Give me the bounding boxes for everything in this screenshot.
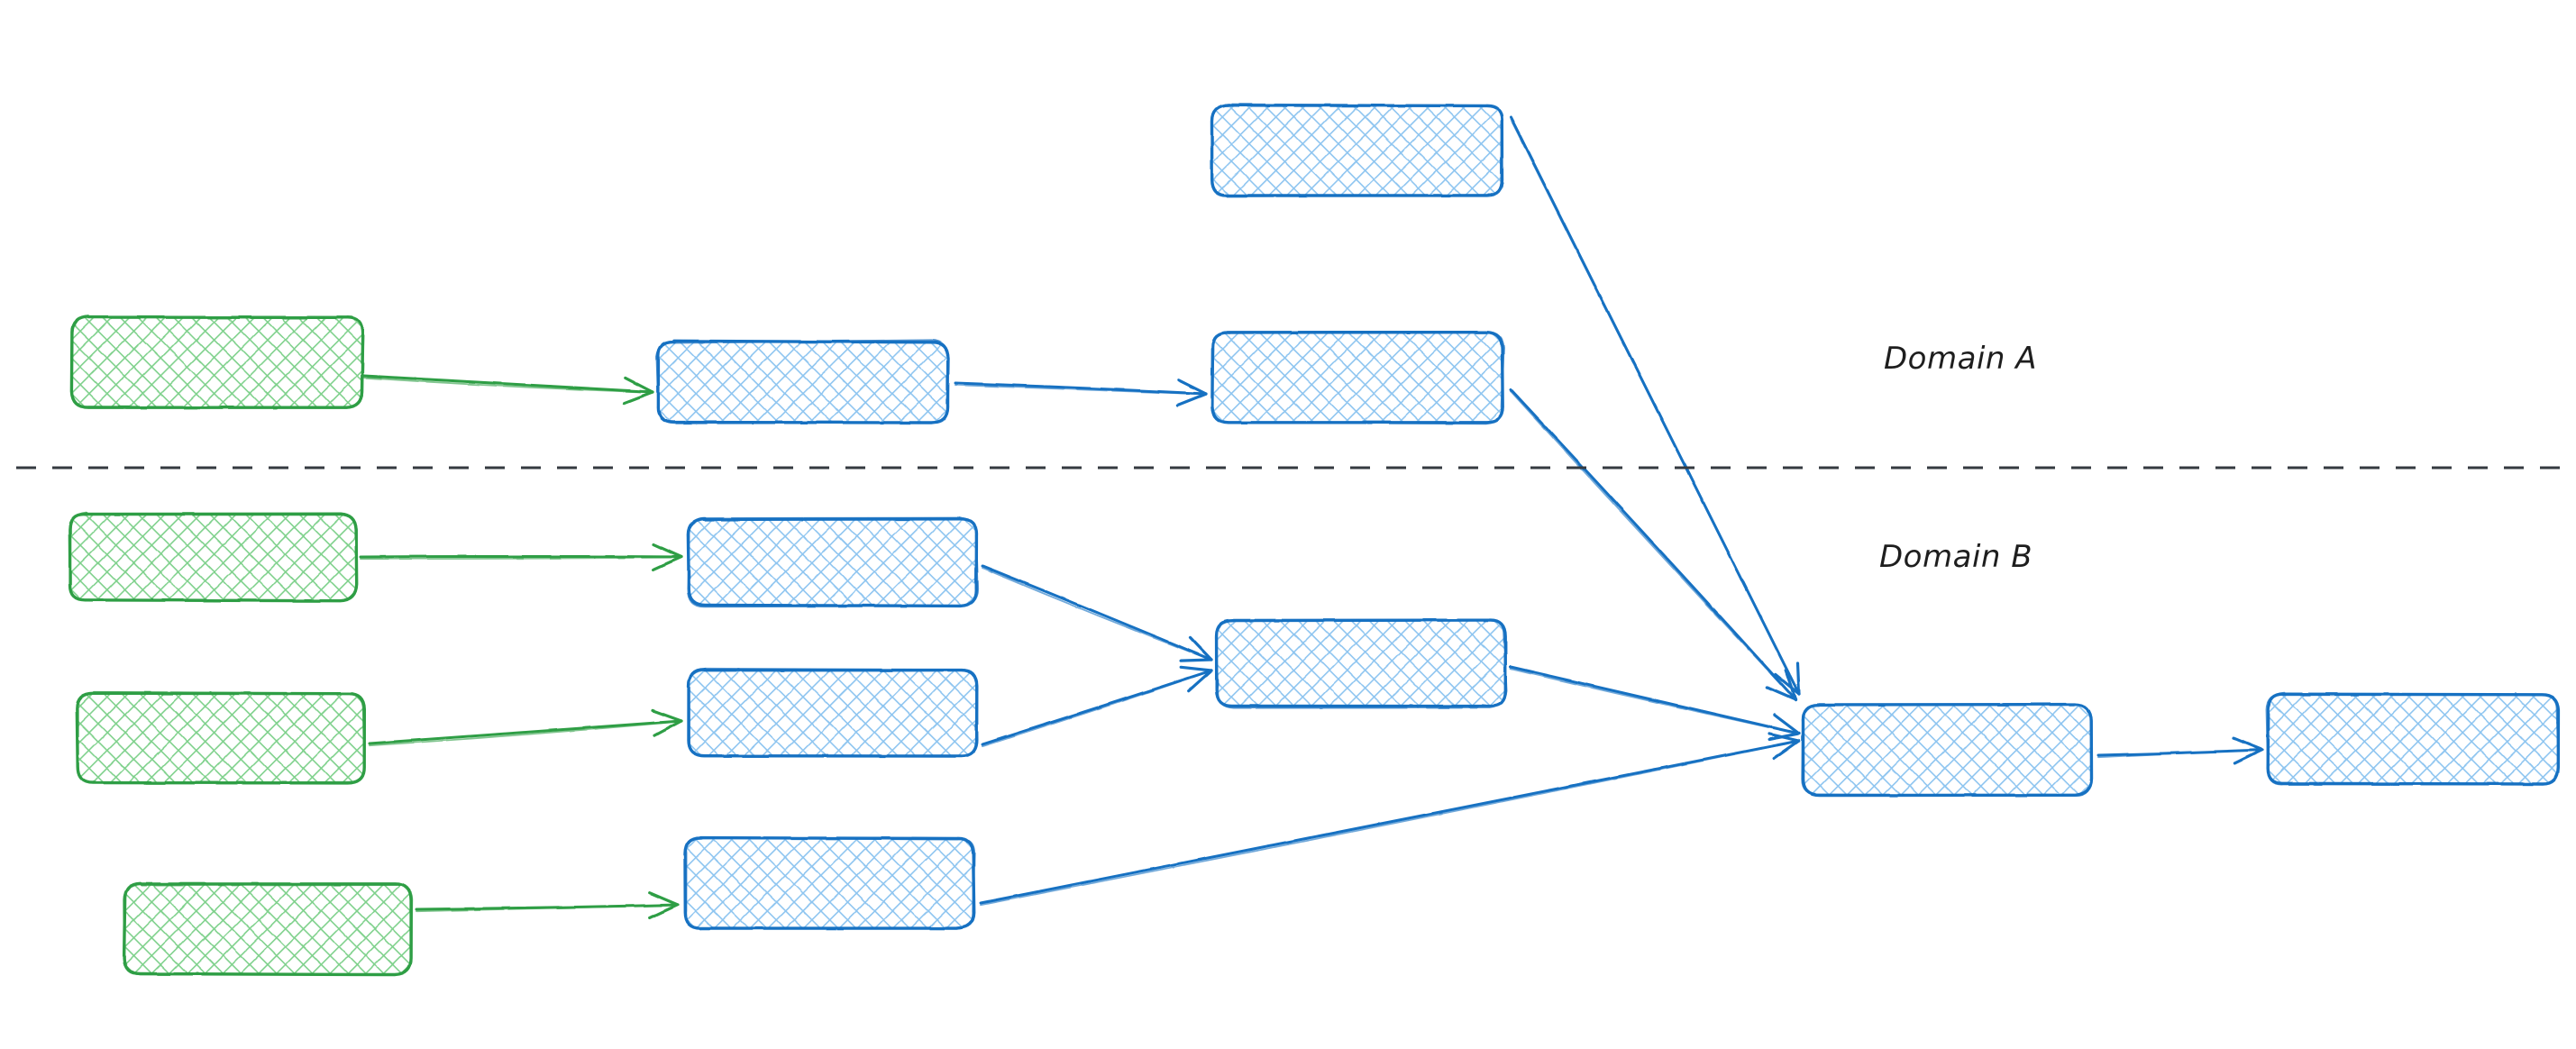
edge-shaft xyxy=(359,554,683,559)
arrowhead-stroke xyxy=(1766,685,1797,701)
arrowhead-stroke xyxy=(1795,661,1801,696)
arrowhead-stroke xyxy=(1772,739,1801,761)
edge-shaft xyxy=(980,740,1800,907)
arrowhead-stroke xyxy=(1179,665,1213,672)
node-outline xyxy=(1214,618,1508,709)
node-fill xyxy=(1217,620,1505,707)
node-fill xyxy=(72,317,362,407)
edge-shaft xyxy=(979,739,1801,905)
edges-layer xyxy=(359,115,2264,919)
node-outline xyxy=(686,516,980,608)
node-fill xyxy=(685,838,973,928)
node-outline xyxy=(655,339,950,424)
arrowhead-stroke xyxy=(652,555,683,571)
edge-shaft xyxy=(1509,388,1797,701)
edge-e12 xyxy=(2096,736,2264,765)
arrowhead-stroke xyxy=(624,376,654,394)
arrowhead-stroke xyxy=(1784,669,1797,701)
node-b-src-3[interactable] xyxy=(122,881,414,977)
edge-shaft xyxy=(982,567,1212,661)
edge-shaft xyxy=(416,904,679,913)
edge-e2 xyxy=(954,379,1208,407)
edge-shaft xyxy=(1510,390,1796,701)
node-fill xyxy=(1803,705,2091,795)
node-outline xyxy=(685,836,976,930)
arrowhead-stroke xyxy=(648,903,680,919)
edge-shaft xyxy=(360,556,682,561)
edge-shaft xyxy=(363,377,653,394)
edge-shaft xyxy=(981,669,1213,746)
edge-shaft xyxy=(1510,668,1800,735)
node-outline xyxy=(1801,703,2093,798)
arrowhead-stroke xyxy=(1175,392,1208,407)
arrowhead-stroke xyxy=(648,891,680,907)
edge-shaft xyxy=(362,374,654,394)
arrowhead-stroke xyxy=(1773,713,1801,735)
node-fill xyxy=(689,519,977,606)
node-fill xyxy=(1212,333,1503,423)
edge-e11 xyxy=(979,732,1801,907)
edge-e6 xyxy=(368,708,683,747)
arrowhead-stroke xyxy=(1177,379,1208,396)
node-outline xyxy=(688,667,979,758)
edge-shaft xyxy=(368,719,683,745)
arrowhead-stroke xyxy=(1768,732,1801,743)
edge-shaft xyxy=(369,720,682,747)
node-fill xyxy=(124,884,411,974)
arrowhead-stroke xyxy=(652,543,683,559)
node-a-mid-1[interactable] xyxy=(655,339,950,424)
edge-shaft xyxy=(981,564,1213,661)
arrowhead-stroke xyxy=(1774,672,1801,696)
edge-e10 xyxy=(1509,665,1801,742)
node-fill xyxy=(78,693,364,783)
edge-shaft xyxy=(1510,118,1800,696)
arrowhead-stroke xyxy=(651,708,683,723)
node-outline xyxy=(1210,331,1505,425)
node-b-mid-3[interactable] xyxy=(683,835,976,930)
domain-b-label: Domain B xyxy=(1879,539,2033,575)
node-outline xyxy=(68,511,358,602)
edge-e4 xyxy=(1509,388,1797,701)
node-outline xyxy=(123,882,414,976)
node-b-src-2[interactable] xyxy=(75,690,366,785)
edge-e8 xyxy=(981,564,1213,662)
node-a-out-2[interactable] xyxy=(1210,331,1505,425)
node-outline xyxy=(70,315,365,409)
edge-shaft xyxy=(982,670,1212,748)
node-a-out-1[interactable] xyxy=(1210,103,1504,197)
arrowhead-stroke xyxy=(1187,669,1213,693)
edge-shaft xyxy=(2097,749,2263,759)
node-b-src-1[interactable] xyxy=(68,511,359,603)
edge-shaft xyxy=(955,384,1207,396)
edge-e5 xyxy=(359,543,683,571)
domain-a-label: Domain A xyxy=(1884,341,2037,377)
arrowhead-stroke xyxy=(653,719,683,737)
node-b-mid-2[interactable] xyxy=(687,667,979,758)
node-outline xyxy=(77,690,366,784)
arrowhead-stroke xyxy=(2233,748,2264,765)
nodes-layer xyxy=(68,103,2561,977)
node-b-hub-1[interactable] xyxy=(1214,618,1508,709)
node-outline xyxy=(1210,103,1503,197)
node-a-src-1[interactable] xyxy=(69,315,365,409)
arrowhead-stroke xyxy=(2232,736,2264,752)
node-b-hub-2[interactable] xyxy=(1801,702,2094,798)
node-fill xyxy=(69,514,356,600)
node-b-mid-1[interactable] xyxy=(686,516,980,608)
arrowhead-stroke xyxy=(1179,658,1213,662)
node-fill xyxy=(2268,694,2558,784)
edge-e3 xyxy=(1509,115,1801,696)
arrowhead-stroke xyxy=(622,390,654,405)
edge-shaft xyxy=(1509,665,1801,735)
node-fill xyxy=(658,342,948,423)
edge-e1 xyxy=(362,374,654,405)
node-outline xyxy=(2265,691,2560,786)
edge-e9 xyxy=(981,665,1213,748)
arrowhead-stroke xyxy=(1188,635,1213,661)
edge-e7 xyxy=(415,891,680,919)
node-fill xyxy=(689,670,977,756)
node-b-out-1[interactable] xyxy=(2265,691,2561,786)
node-fill xyxy=(1212,105,1503,196)
